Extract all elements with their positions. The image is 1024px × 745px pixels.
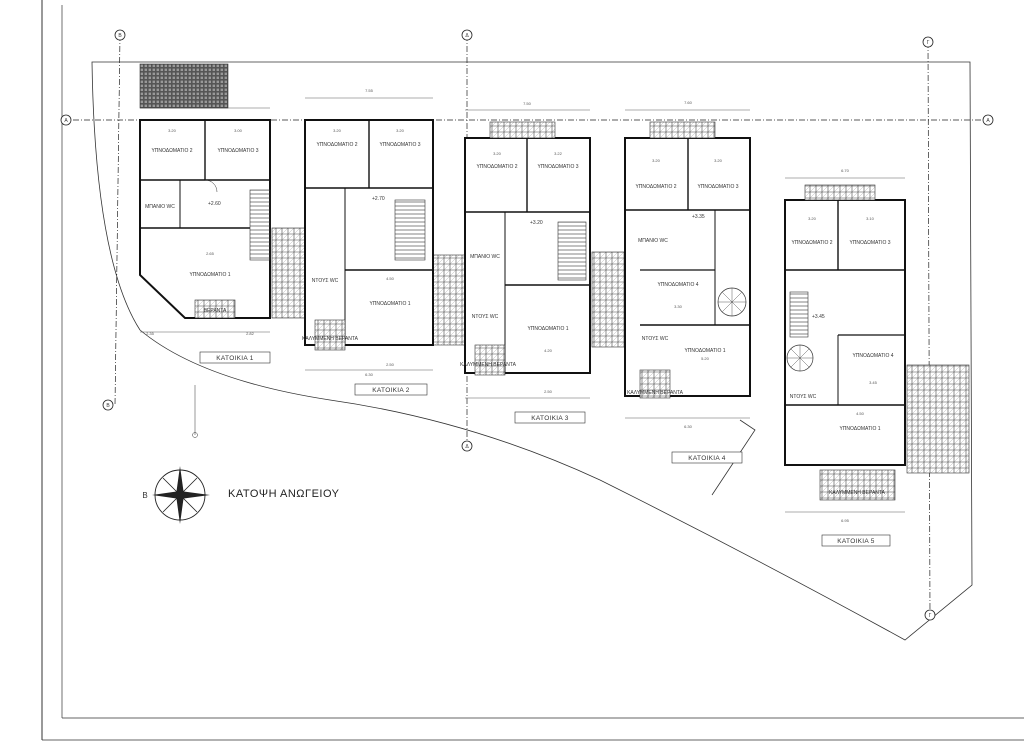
house-label: ΚΑΤΟΙΚΙΑ 5	[837, 538, 875, 545]
room-label: ΚΑΛΥΜΜΕΝΗ ΒΕΡΑΝΤΑ	[627, 390, 684, 396]
dimension: 7.60	[684, 100, 693, 105]
room-label: ΥΠΝΟΔΩΜΑΤΙΟ 4	[657, 282, 698, 288]
dimension: 3.10	[866, 216, 875, 221]
dimension: 5.20	[701, 356, 710, 361]
dimension: 6.30	[365, 372, 374, 377]
room-label: ΥΠΝΟΔΩΜΑΤΙΟ 2	[151, 148, 192, 154]
room-label: ΝΤΟΥΣ WC	[642, 336, 669, 342]
room-label: ΜΠΑΝΙΟ WC	[145, 204, 175, 210]
room-label: ΚΑΛΥΜΜΕΝΗ ΒΕΡΑΝΤΑ	[460, 362, 517, 368]
room-label: ΥΠΝΟΔΩΜΑΤΙΟ 2	[316, 142, 357, 148]
compass-icon: Β	[142, 466, 210, 524]
dimension: 2.82	[246, 331, 255, 336]
room-label: ΥΠΝΟΔΩΜΑΤΙΟ 3	[849, 240, 890, 246]
grid-label: Δ	[465, 444, 469, 450]
dimension: 7.55	[365, 88, 374, 93]
level-mark: +3.45	[812, 314, 825, 320]
dimension: 6.95	[841, 518, 850, 523]
room-label: ΜΠΑΝΙΟ WC	[638, 238, 668, 244]
room-label: ΜΠΑΝΙΟ WC	[470, 254, 500, 260]
dimension: 2.50	[386, 362, 395, 367]
house-4: ΥΠΝΟΔΩΜΑΤΙΟ 2 ΥΠΝΟΔΩΜΑΤΙΟ 3 ΥΠΝΟΔΩΜΑΤΙΟ …	[624, 100, 756, 496]
grid-label: Γ	[927, 40, 930, 46]
room-label: ΥΠΝΟΔΩΜΑΤΙΟ 4	[852, 353, 893, 359]
room-label: ΥΠΝΟΔΩΜΑΤΙΟ 1	[369, 301, 410, 307]
grid-label: Α	[986, 118, 990, 124]
compass-letter: Β	[142, 491, 147, 500]
room-label: ΚΑΛΥΜΜΕΝΗ ΒΕΡΑΝΤΑ	[302, 336, 359, 342]
house-label: ΚΑΤΟΙΚΙΑ 3	[531, 415, 569, 422]
level-mark: +2.70	[372, 196, 385, 202]
grid-label: Δ	[465, 33, 469, 39]
room-label: ΥΠΝΟΔΩΜΑΤΙΟ 1	[684, 348, 725, 354]
room-label: ΥΠΝΟΔΩΜΑΤΙΟ 2	[635, 184, 676, 190]
grid-label: Β	[106, 403, 110, 409]
room-label: ΥΠΝΟΔΩΜΑΤΙΟ 1	[839, 426, 880, 432]
elevation-marks	[192, 385, 198, 438]
house-1: ΥΠΝΟΔΩΜΑΤΙΟ 2 ΥΠΝΟΔΩΜΑΤΙΟ 3 ΥΠΝΟΔΩΜΑΤΙΟ …	[139, 98, 271, 364]
dimension: 7.00	[191, 98, 200, 103]
dimension: 4.20	[544, 348, 553, 353]
room-label: ΚΑΛΥΜΜΕΝΗ ΒΕΡΑΝΤΑ	[829, 490, 886, 496]
dimension: 3.20	[396, 128, 405, 133]
room-label: ΥΠΝΟΔΩΜΑΤΙΟ 3	[697, 184, 738, 190]
dimension: 3.20	[493, 151, 502, 156]
room-label: ΥΠΝΟΔΩΜΑΤΙΟ 3	[537, 164, 578, 170]
room-label: ΥΠΝΟΔΩΜΑΤΙΟ 1	[189, 272, 230, 278]
drawing-title: ΚΑΤΟΨΗ ΑΝΩΓΕΙΟΥ	[228, 488, 340, 500]
room-label: ΝΤΟΥΣ WC	[790, 394, 817, 400]
level-mark: +3.20	[530, 220, 543, 226]
house-5: ΥΠΝΟΔΩΜΑΤΙΟ 2 ΥΠΝΟΔΩΜΑΤΙΟ 3 ΥΠΝΟΔΩΜΑΤΙΟ …	[784, 168, 906, 547]
room-label: ΥΠΝΟΔΩΜΑΤΙΟ 2	[791, 240, 832, 246]
room-label: ΥΠΝΟΔΩΜΑΤΙΟ 2	[476, 164, 517, 170]
house-2: ΥΠΝΟΔΩΜΑΤΙΟ 2 ΥΠΝΟΔΩΜΑΤΙΟ 3 ΥΠΝΟΔΩΜΑΤΙΟ …	[302, 88, 434, 396]
room-label: ΥΠΝΟΔΩΜΑΤΙΟ 3	[379, 142, 420, 148]
house-label: ΚΑΤΟΙΚΙΑ 4	[688, 455, 726, 462]
dimension: 3.00	[234, 128, 243, 133]
dimension: 3.20	[333, 128, 342, 133]
house-3: ΥΠΝΟΔΩΜΑΤΙΟ 2 ΥΠΝΟΔΩΜΑΤΙΟ 3 ΥΠΝΟΔΩΜΑΤΙΟ …	[460, 101, 591, 424]
room-label: ΝΤΟΥΣ WC	[312, 278, 339, 284]
dimension: 3.20	[168, 128, 177, 133]
house-label: ΚΑΤΟΙΚΙΑ 2	[372, 387, 410, 394]
dimension: 3.30	[674, 304, 683, 309]
dimension: 7.50	[523, 101, 532, 106]
grid-label: Γ	[929, 613, 932, 619]
level-mark: +3.35	[692, 214, 705, 220]
grid-markers	[60, 29, 994, 621]
level-mark: +2.60	[208, 201, 221, 207]
dimension: 3.20	[808, 216, 817, 221]
room-label: ΝΤΟΥΣ WC	[472, 314, 499, 320]
grid-label: Β	[118, 33, 122, 39]
dimension: 4.50	[386, 276, 395, 281]
dimension: 2.35	[146, 331, 155, 336]
site-boundary	[91, 61, 973, 641]
house-label: ΚΑΤΟΙΚΙΑ 1	[216, 355, 254, 362]
dimension: 6.70	[841, 168, 850, 173]
grid-label: Α	[64, 118, 68, 124]
dimension: 3.22	[554, 151, 563, 156]
dimension: 3.45	[869, 380, 878, 385]
dimension: 2.65	[206, 251, 215, 256]
dimension: 4.50	[856, 411, 865, 416]
room-label: ΥΠΝΟΔΩΜΑΤΙΟ 1	[527, 326, 568, 332]
sheet-frame	[41, 0, 1024, 741]
room-label: ΒΕΡΑΝΤΑ	[204, 308, 227, 314]
dimension: 3.20	[652, 158, 661, 163]
room-label: ΥΠΝΟΔΩΜΑΤΙΟ 3	[217, 148, 258, 154]
dimension: 6.30	[684, 424, 693, 429]
dimension: 2.50	[544, 389, 553, 394]
dimension: 3.20	[714, 158, 723, 163]
